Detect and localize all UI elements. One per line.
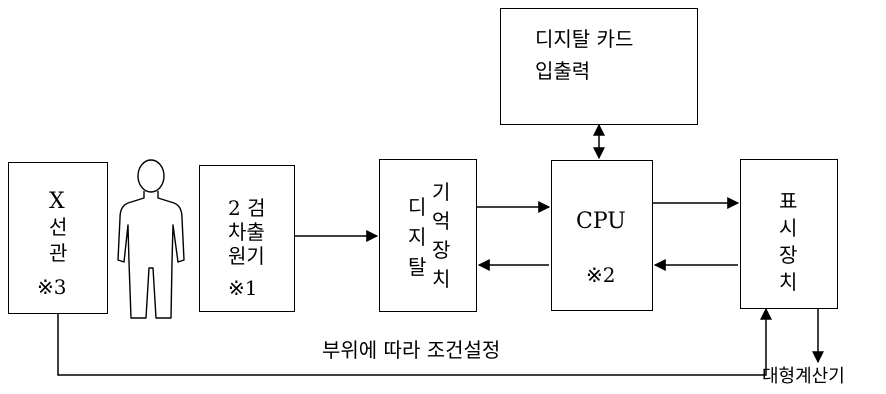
detector-label-3: 원기 — [228, 246, 265, 266]
mainframe-label: 대형계산기 — [762, 368, 845, 386]
cpu-note: ※2 — [586, 265, 615, 285]
condition-setting-label: 부위에 따라 조건설정 — [322, 340, 500, 360]
xray-tube-box: X 선 관 ※3 — [8, 162, 108, 314]
detector-label-1: 2 검 — [228, 198, 265, 218]
card-io-box: 디지탈 카드 입출력 — [500, 8, 698, 125]
cpu-label: CPU — [576, 211, 626, 233]
xray-tube-label-2: 선 — [49, 217, 67, 237]
card-io-label-2: 입출력 — [535, 61, 590, 81]
xray-tube-label-3: 관 — [49, 243, 67, 263]
detector-box: 2 검 차출 원기 ※1 — [199, 165, 295, 312]
card-io-label-1: 디지탈 카드 — [535, 29, 633, 49]
detector-label-2: 차출 — [228, 222, 265, 242]
display-box: 표시장치 — [740, 159, 838, 309]
storage-label-col2: 기억장치 — [432, 178, 452, 294]
storage-box: 디지탈 기억장치 — [379, 159, 477, 312]
xray-tube-note: ※3 — [37, 277, 66, 297]
detector-note: ※1 — [228, 278, 257, 298]
storage-label-col1: 디지탈 — [408, 192, 428, 282]
xray-tube-label-x: X — [49, 191, 65, 213]
cpu-box: CPU ※2 — [551, 160, 653, 311]
display-label: 표시장치 — [779, 188, 799, 296]
